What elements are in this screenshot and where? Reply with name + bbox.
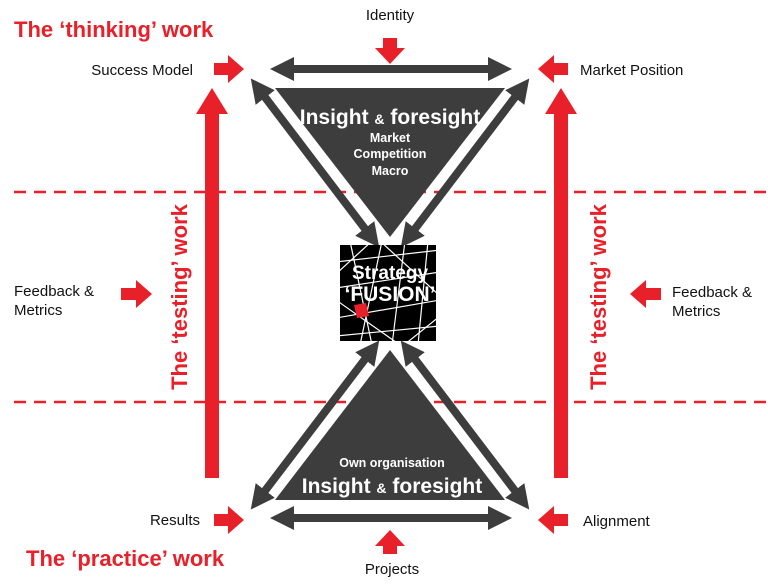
results-arrow [214, 506, 244, 534]
fusion-line1: Strategy [352, 263, 428, 284]
top-triangle-item-macro: Macro [372, 164, 409, 178]
identity-label: Identity [366, 7, 415, 24]
results-label: Results [150, 512, 200, 529]
diag-arrow-top-right [400, 78, 530, 248]
success-model-arrow [214, 55, 244, 83]
feedback-left-label-line1: Feedback & [14, 283, 94, 300]
feedback-right-label-line1: Feedback & [672, 284, 752, 301]
bottom-triangle-subheading: Own organisation [339, 456, 445, 470]
right-testing-arrow [545, 88, 577, 478]
market-position-arrow [538, 55, 568, 83]
alignment-arrow [538, 506, 568, 534]
diag-arrow-bottom-left [250, 340, 380, 510]
fusion-red-accent [354, 303, 369, 318]
diag-arrow-top-left [250, 78, 380, 248]
testing-work-left-title: The ‘testing’ work [167, 203, 192, 390]
feedback-right-label-line2: Metrics [672, 303, 720, 320]
alignment-label: Alignment [583, 513, 651, 530]
bottom-triangle-heading: Insight & foresight [302, 475, 482, 498]
practice-work-title: The ‘practice’ work [26, 546, 225, 571]
top-triangle-item-competition: Competition [354, 147, 427, 161]
feedback-left-label-line2: Metrics [14, 302, 62, 319]
projects-arrow [375, 530, 405, 554]
identity-arrow [375, 38, 405, 64]
market-position-label: Market Position [580, 62, 683, 79]
testing-work-right-title: The ‘testing’ work [586, 203, 611, 390]
feedback-right-arrow [630, 280, 661, 308]
feedback-left-arrow [121, 280, 152, 308]
thinking-work-title: The ‘thinking’ work [14, 17, 214, 42]
fusion-box: Strategy ‘FUSION’ [340, 245, 436, 341]
top-triangle-heading: Insight & foresight [300, 106, 480, 129]
diag-arrow-bottom-right [400, 340, 530, 510]
success-model-label: Success Model [91, 62, 193, 79]
fusion-line2: ‘FUSION’ [344, 283, 435, 306]
left-testing-arrow [196, 88, 228, 478]
projects-label: Projects [365, 561, 419, 578]
top-triangle-item-market: Market [370, 131, 411, 145]
